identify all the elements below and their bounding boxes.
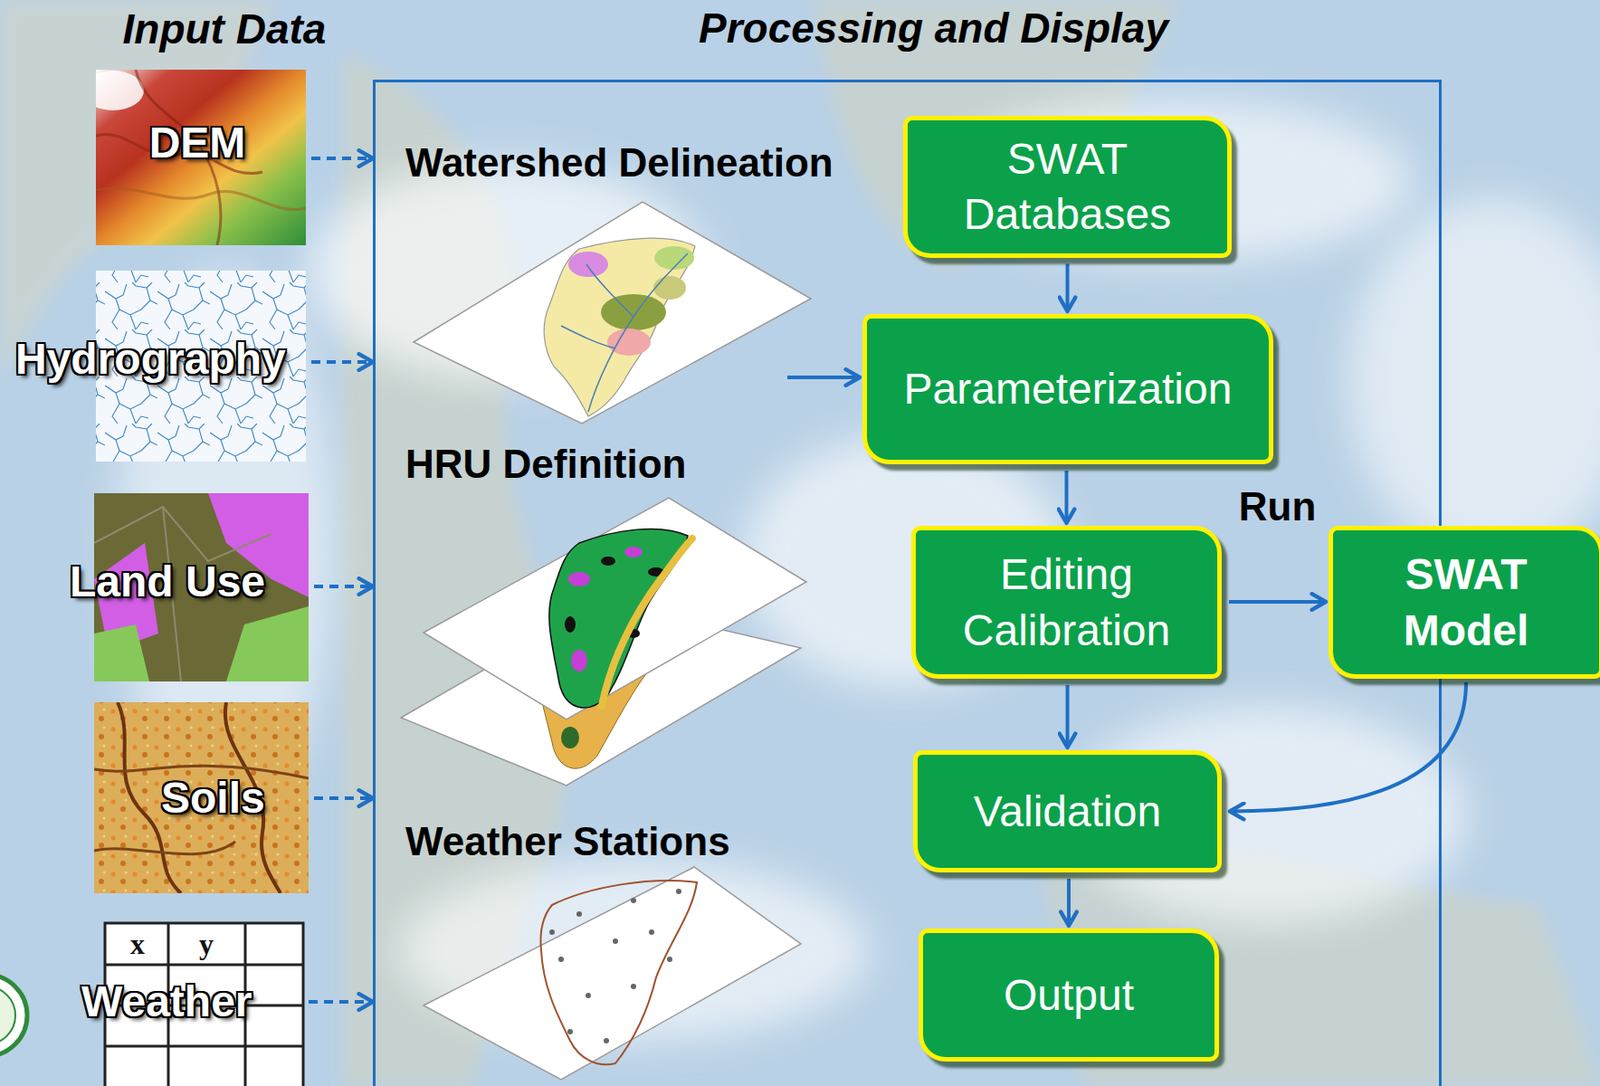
layer-name: Land Use [69,556,266,607]
step-heading: Weather Stations [405,818,731,867]
illustration-panel: HRU Definition [411,497,810,788]
layer-name: Weather [81,976,253,1027]
map-background-part [1348,199,1600,562]
weather-station-map-part-part [666,956,673,962]
hru-map-part [423,497,807,720]
input-arrow [311,156,373,161]
process-label: Editing Calibration [953,546,1181,658]
logo-part [0,974,28,1057]
panel-heading: Processing and Display [698,3,1169,54]
weather-station-map-part-part [630,897,637,904]
process-label: SWAT Databases [954,131,1181,243]
illustration-panel: Watershed Delineation [411,200,786,428]
process-label: Output [1003,967,1134,1023]
weather-station-map-part-part [567,1028,573,1035]
weather-station-map-part-part [648,929,655,935]
weather-station-map-part [423,866,801,1080]
watershed-map [413,201,811,424]
weather-station-map-part-part [603,1038,610,1044]
flow-arrow [1065,470,1069,524]
process-box: SWAT Databases [903,115,1232,258]
input-layer-tile: Soils [94,702,309,894]
process-box: Validation [913,750,1222,873]
step-heading: HRU Definition [405,440,686,489]
process-box: Output [918,928,1220,1062]
hru-map-part [624,546,643,558]
dem-tile-part [95,188,306,210]
flow-arrow [1229,682,1467,812]
input-layer-tile: Land Use [94,493,309,682]
process-box: SWAT Model [1328,525,1600,679]
process-box: Parameterization [862,314,1274,465]
hru-map-part [564,616,576,633]
land-use-tile-part [94,624,150,682]
weather-station-map-part-part [549,929,555,935]
soils-tile [94,702,309,894]
weather-station-map-part-part [612,938,619,944]
watershed-map-part [607,328,651,356]
section-heading: Input Data [123,5,327,54]
flow-arrow [1066,685,1070,748]
processing-panel: Processing and DisplayWatershed Delineat… [372,79,1442,1086]
watershed-map-part [653,276,686,300]
layer-name: Soils [161,772,266,823]
input-arrow [308,1000,373,1004]
layer-name: Hydrography [15,333,286,384]
land-use-tile-part [226,606,309,682]
input-layer-tile: Hydrography [95,270,306,462]
edge-label: Run [1238,484,1317,531]
watershed-map-part [568,251,609,277]
flow-arrow [787,375,860,380]
weather-station-map-part-part [576,911,582,917]
watershed-map-part [600,294,667,331]
process-label: SWAT Model [1352,546,1580,658]
hru-map-part [568,571,591,587]
weather-station-map-part [541,880,698,1065]
weather-station-map [423,866,801,1080]
weather-station-map-part [549,888,682,1044]
weather-station-map-part-part [558,956,564,962]
hru-map-part [549,528,688,708]
input-arrow [314,796,373,800]
flow-arrow [1066,878,1071,926]
weather-station-map-part-part [630,983,637,990]
weather-station-map-part-part [676,888,682,895]
table-header: x [130,927,145,962]
dem-tile [95,69,306,246]
watershed-map-part [654,246,695,270]
hru-map-part [571,649,588,672]
illustration-panel: Weather Stations [411,864,810,1082]
table-header: y [199,927,214,962]
logo [0,974,28,1057]
watershed-map-part [561,253,688,412]
process-label: Parameterization [904,361,1233,417]
hru-map [400,497,807,786]
watershed-map-part [543,238,696,417]
hru-map-part [561,726,580,749]
input-layer-tile: DEM [95,69,306,246]
input-arrow [314,584,373,589]
process-label: Validation [973,783,1162,839]
watershed-map-part [413,201,811,424]
input-arrow [311,360,373,364]
soils-tile-part [94,841,236,855]
process-box: Editing Calibration [911,525,1222,679]
logo-part [0,986,16,1045]
weather-station-map-part-part [585,992,591,999]
flow-arrow [1228,600,1326,604]
flow-arrow [1066,264,1070,313]
step-heading: Watershed Delineation [405,139,834,188]
hru-map-part [601,538,693,706]
hru-map-part [600,556,616,566]
layer-name: DEM [149,117,247,168]
soils-tile-part [94,702,309,894]
